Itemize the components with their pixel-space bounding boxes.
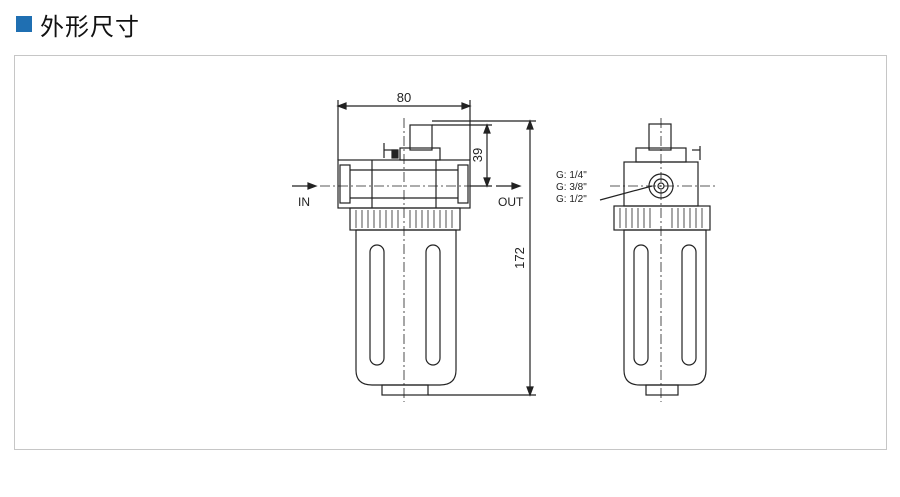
section-marker-icon xyxy=(16,16,32,32)
section-header: 外形尺寸 xyxy=(16,6,140,42)
section-title: 外形尺寸 xyxy=(40,12,140,41)
port-in-label: IN xyxy=(298,195,310,209)
dimension-width-label: 80 xyxy=(397,90,411,105)
thread-size-label: G: 1/4" xyxy=(556,170,587,181)
port-out-label: OUT xyxy=(498,195,524,209)
thread-size-label: G: 1/2" xyxy=(556,194,587,205)
thread-size-label: G: 3/8" xyxy=(556,182,587,193)
dimension-height-label: 172 xyxy=(512,247,527,269)
dimension-top-label: 39 xyxy=(470,148,485,162)
